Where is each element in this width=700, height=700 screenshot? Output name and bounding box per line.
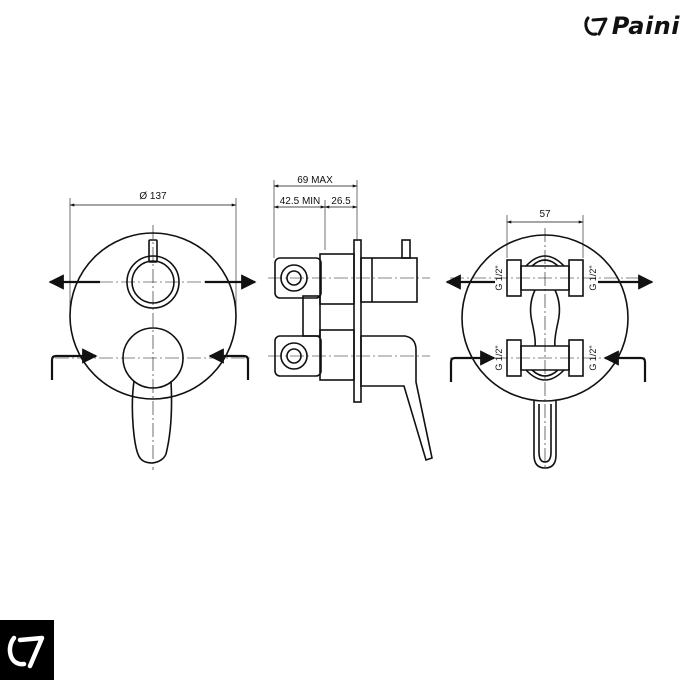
inlet-arrow-right (208, 348, 250, 380)
side-min-label: 42.5 MIN (280, 196, 321, 207)
rear-lower-cap-inner (531, 369, 559, 377)
side-cover-plate (353, 239, 362, 403)
side-offset-label: 26.5 (331, 196, 351, 207)
side-mixer-lever (360, 335, 433, 462)
inlet-arrow-left (50, 348, 98, 380)
brand-logo: Paini (584, 12, 680, 40)
rear-lower-cap (525, 369, 565, 381)
rear-inlet-arrow-left (449, 350, 496, 382)
front-view: Ø 137 (48, 191, 257, 470)
diverter-knob-indicator (148, 239, 158, 263)
front-diameter-label: Ø 137 (139, 191, 167, 202)
brand-badge (0, 620, 54, 680)
side-view: 69 MAX 42.5 MIN 26.5 (268, 175, 433, 462)
side-body-upper (319, 253, 355, 305)
side-body-lower (319, 329, 355, 381)
side-max-label: 69 MAX (297, 175, 333, 186)
side-diverter-knob (360, 257, 418, 303)
rear-width-label: 57 (539, 209, 551, 220)
rear-lower-body (520, 345, 570, 371)
paini-swirl-icon (584, 16, 608, 36)
paini-swirl-icon (7, 635, 45, 669)
side-diverter-pin (401, 239, 411, 259)
brand-name: Paini (611, 12, 680, 40)
side-body-center (302, 295, 321, 337)
rear-center-pipe (529, 289, 561, 347)
mixer-lever-handle (131, 380, 173, 464)
rear-inlet-arrow-right (603, 350, 647, 382)
rear-view: 57 G 1/2" G 1/2" G 1/2" G 1/2" (445, 209, 654, 470)
rear-upper-body (520, 265, 570, 291)
rear-mixer-lever (533, 401, 557, 469)
